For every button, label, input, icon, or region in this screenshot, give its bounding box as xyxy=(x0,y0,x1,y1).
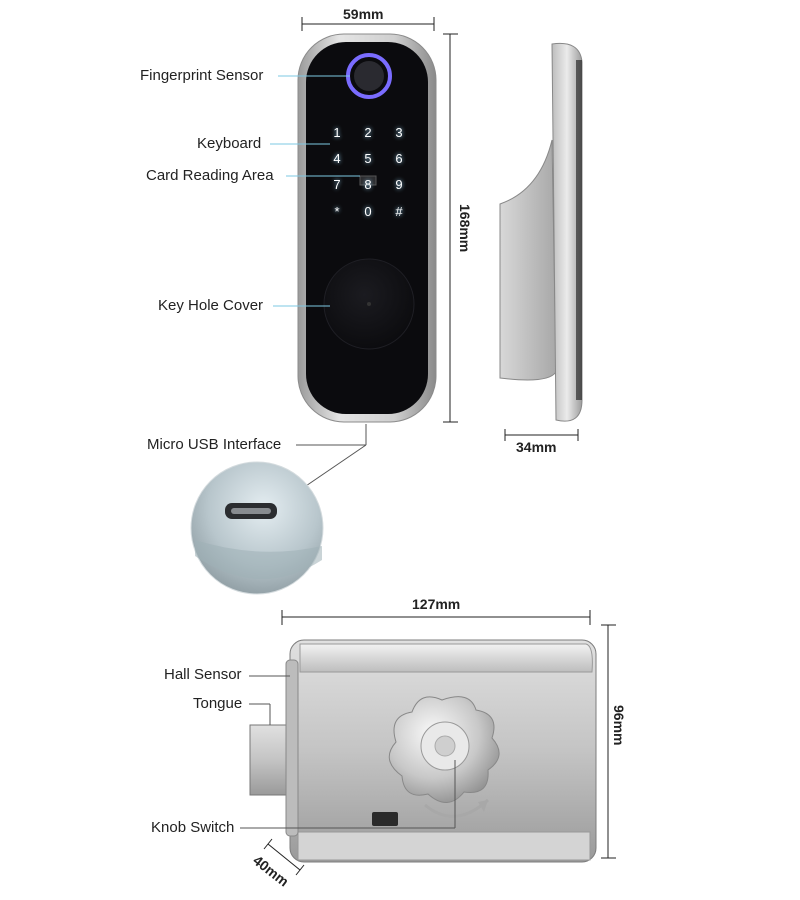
callout-lines-bottom xyxy=(240,675,456,829)
label-tongue: Tongue xyxy=(193,695,243,712)
dim-127mm-line xyxy=(281,610,591,625)
keypad-key: # xyxy=(395,204,403,219)
label-knob-switch: Knob Switch xyxy=(151,819,235,836)
keypad-key: 9 xyxy=(395,177,403,192)
lock-body xyxy=(249,639,597,863)
callout-lines-top xyxy=(270,75,360,307)
keypad-key: 2 xyxy=(364,125,372,140)
keypad-key: 5 xyxy=(364,151,372,166)
dim-label-168mm: 168mm xyxy=(457,204,473,253)
dim-label-127mm: 127mm xyxy=(412,596,461,612)
hall-sensor-window xyxy=(372,812,398,826)
keypad-key: 6 xyxy=(395,151,403,166)
callout-line-usb xyxy=(296,424,367,491)
dim-label-59mm: 59mm xyxy=(343,6,384,22)
keypad-key: 7 xyxy=(333,177,341,192)
dim-label-96mm: 96mm xyxy=(611,705,627,746)
side-view xyxy=(499,42,583,422)
label-card-reading-area: Card Reading Area xyxy=(146,167,274,184)
dim-40mm-line xyxy=(263,838,305,876)
fingerprint-icon xyxy=(354,61,384,91)
dim-168mm-line xyxy=(443,33,458,423)
dim-34mm-line xyxy=(504,429,579,441)
front-panel xyxy=(297,33,437,423)
tongue xyxy=(249,724,293,796)
keypad-key: 8 xyxy=(364,177,372,192)
label-fingerprint-sensor: Fingerprint Sensor xyxy=(140,67,264,84)
dim-label-34mm: 34mm xyxy=(516,439,557,455)
dim-59mm-line xyxy=(301,17,435,31)
dim-96mm-line xyxy=(601,624,616,859)
keypad-key: 4 xyxy=(333,151,341,166)
usb-closeup xyxy=(190,461,324,595)
label-hall-sensor: Hall Sensor xyxy=(164,666,242,683)
keypad-key: 0 xyxy=(364,204,372,219)
keypad-key: * xyxy=(334,204,340,219)
keypad-key: 3 xyxy=(395,125,403,140)
keypad-key: 1 xyxy=(333,125,341,140)
card-reader-mark xyxy=(359,175,377,186)
label-keyboard: Keyboard xyxy=(197,135,262,152)
label-key-hole-cover: Key Hole Cover xyxy=(158,297,264,314)
label-micro-usb-interface: Micro USB Interface xyxy=(147,436,282,453)
